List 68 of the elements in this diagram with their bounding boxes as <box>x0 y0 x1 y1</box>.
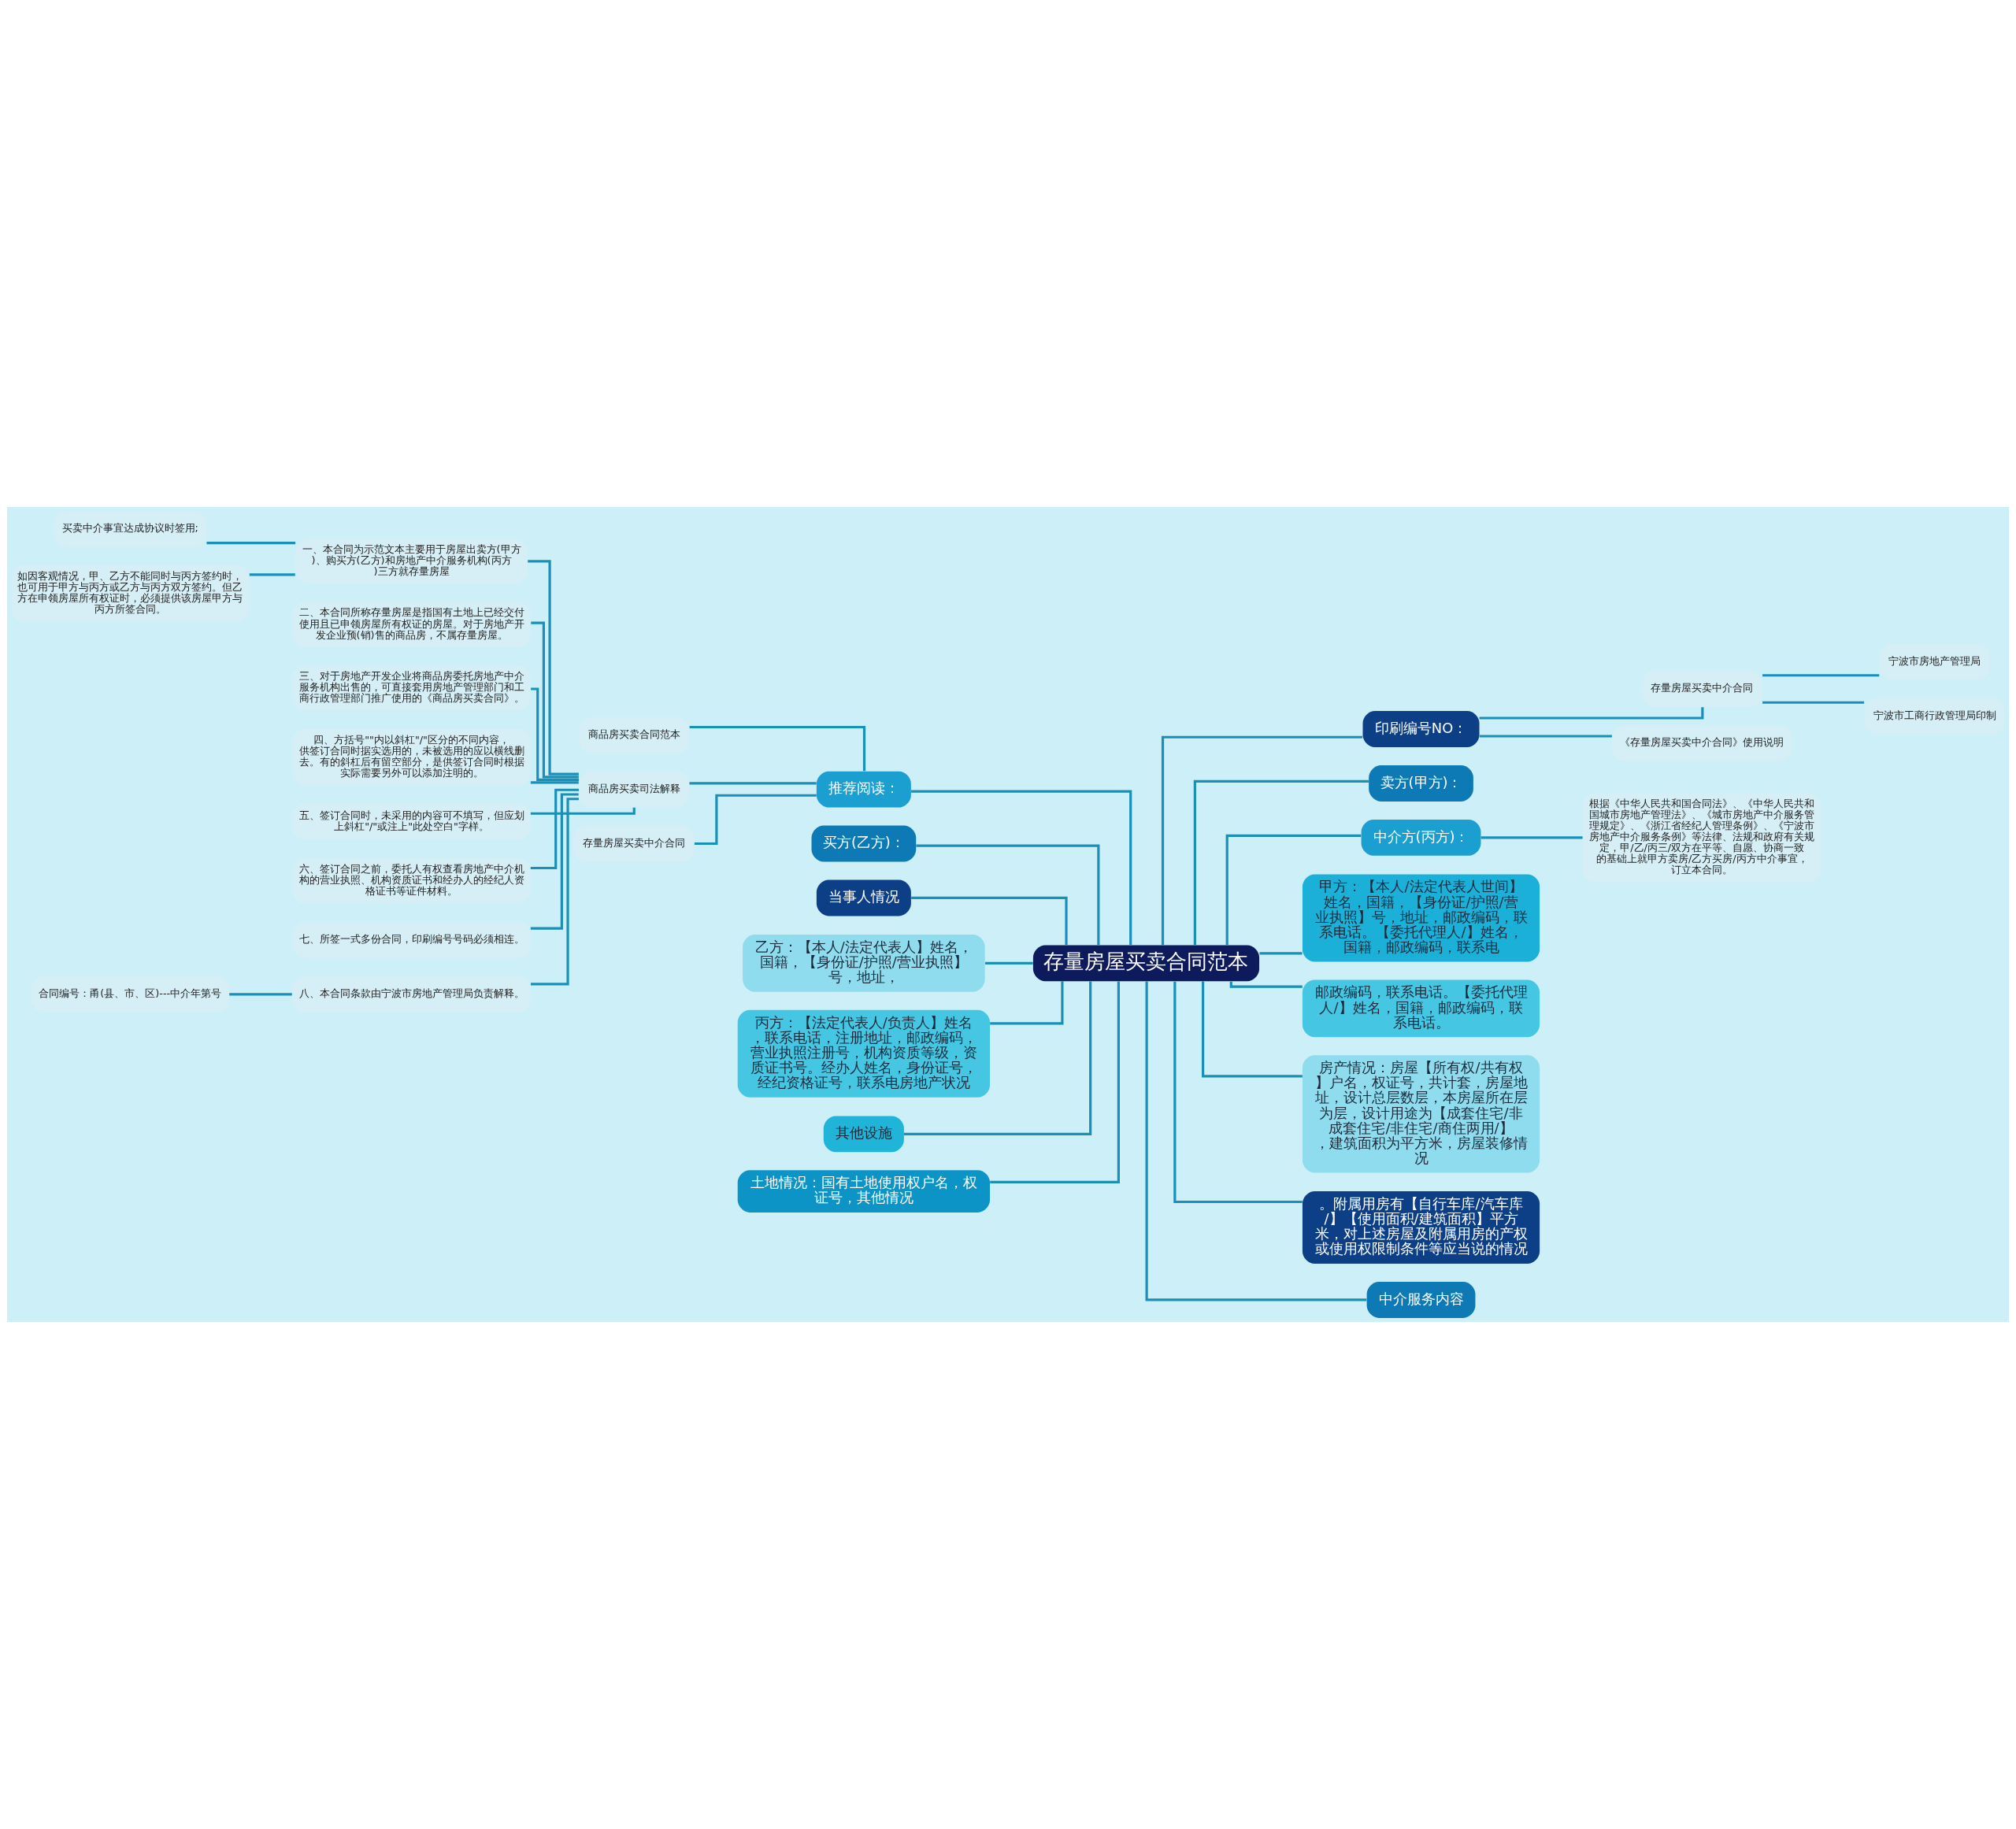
node-box: 六、签订合同之前，委托人有权查看房地产中介机构的营业执照、机构资质证书和经办人的经纪人资格证书等证件材料。 <box>292 858 531 904</box>
connector <box>1762 701 1865 704</box>
node-box: 三、对于房地产开发企业将商品房委托房地产中介服务机构出售的，可直接套用房地产管理部门和工商行政管理部门推广使用的《商品房买卖合同》。 <box>292 665 531 711</box>
connector <box>531 798 579 986</box>
connector <box>911 790 1132 946</box>
node-box: 中介服务内容 <box>1366 1281 1476 1318</box>
connector <box>1762 674 1880 677</box>
connector <box>1479 707 1704 720</box>
node-box: 七、所签一式多份合同，印刷编号号码必须相连。 <box>292 922 531 958</box>
connector <box>1225 834 1362 946</box>
node-box: 房产情况：房屋【所有权/共有权】户名，权证号，共计套，房屋地址，设计总层数层，本房屋所在层为层，设计用途为【成套住宅/非成套住宅/非住宅/商住两用/】，建筑面积为平方米，房屋装修情况 <box>1302 1055 1540 1173</box>
node-box: 乙方：【本人/法定代表人】姓名，国籍，【身份证/护照/营业执照】号，地址， <box>743 935 985 992</box>
connector <box>1173 981 1303 1204</box>
node-box: 商品房买卖合同范本 <box>579 716 690 753</box>
node-box: 《存量房屋买卖中介合同》使用说明 <box>1612 724 1792 761</box>
node-box: 甲方：【本人/法定代表人世间】姓名，国籍，【身份证/护照/营业执照】号，地址，邮政编码，联系电话。【委托代理人/】姓名，国籍，邮政编码，联系电 <box>1302 874 1540 962</box>
connector <box>531 621 579 779</box>
node-box: 卖方(甲方)： <box>1369 765 1473 802</box>
connector <box>1202 981 1303 1078</box>
connector <box>1193 779 1369 946</box>
connector <box>528 560 579 776</box>
node-box: 推荐阅读： <box>816 771 911 808</box>
node-box: 八、本合同条款由宁波市房地产管理局负责解释。 <box>292 976 531 1013</box>
connector <box>985 961 1033 964</box>
node-box: 商品房买卖司法解释 <box>579 771 690 808</box>
node-box: 存量房屋买卖中介合同 <box>573 825 695 862</box>
connector <box>229 993 292 996</box>
node-box: 存量房屋买卖合同范本 <box>1032 945 1260 982</box>
node-box: 存量房屋买卖中介合同 <box>1641 671 1762 707</box>
node-box: 宁波市工商行政管理局印制 <box>1864 698 2005 735</box>
node-box: 一、本合同为示范文本主要用于房屋出卖方(甲方)、购买方(乙方)和房地产中介服务机构(丙方)三方就存量房屋 <box>295 539 528 584</box>
connector <box>1259 952 1303 955</box>
node-box: 买方(乙方)： <box>811 825 917 862</box>
connector <box>530 781 579 784</box>
node-box: 四、方括号""内以斜杠"/"区分的不同内容，供签订合同时据实选用的，未被选用的应以横线删去。有的斜杠后有留空部分，是供签订合同时根据实际需要另外可以添加注明的。 <box>292 729 531 786</box>
connector <box>249 573 295 576</box>
node-box: 。附属用房有【自行车库/汽车库/】【使用面积/建筑面积】平方米，对上述房屋及附属用房的产权或使用权限制条件等应当说的情况 <box>1302 1191 1540 1264</box>
connector <box>530 788 580 870</box>
connector <box>916 844 1100 946</box>
connector <box>990 981 1064 1025</box>
node-box: 根据《中华人民共和国合同法》、《中华人民共和国城市房地产管理法》、《城市房地产中介服务管理规定》、《浙江省经纪人管理条例》、《宁波市房地产中介服务条例》等法律、法规和政府有关规定，甲/乙/丙三/双方在平等、自愿、协商一致的基础上就甲方卖房/乙方买房/丙方中介事宜，订立本合同。 <box>1583 793 1821 883</box>
connector <box>531 687 580 781</box>
node-box: 印刷编号NO： <box>1362 711 1480 747</box>
connector <box>530 793 579 930</box>
connector <box>1480 836 1583 839</box>
node-box: 宁波市房地产管理局 <box>1879 643 1990 680</box>
connector <box>530 807 636 815</box>
node-box: 买卖中介事宜达成协议时签用; <box>54 511 207 548</box>
connector <box>990 981 1120 1183</box>
connector <box>904 981 1092 1135</box>
connector <box>1229 981 1303 988</box>
node-box: 五、签订合同时，未采用的内容可不填写，但应划上斜杠"/"或注上"此处空白"字样。 <box>292 803 531 840</box>
node-box: 其他设施 <box>823 1116 904 1153</box>
connector <box>1161 735 1363 946</box>
node-box: 土地情况：国有土地使用权户名，权证号，其他情况 <box>737 1170 991 1213</box>
connector <box>689 725 866 772</box>
connector <box>689 782 817 785</box>
node-box: 二、本合同所称存量房屋是指国有土地上已经交付使用且已申领房屋所有权证的房屋。对于房地产开发企业预(销)售的商品房，不属存量房屋。 <box>292 602 531 648</box>
node-box: 合同编号：甬(县、市、区)---中介年第号 <box>31 976 229 1013</box>
node-box: 邮政编码，联系电话。【委托代理人/】姓名，国籍，邮政编码，联系电话。 <box>1302 979 1540 1038</box>
connector <box>1479 735 1612 738</box>
node-box: 丙方：【法定代表人/负责人】姓名，联系电话，注册地址，邮政编码，营业执照注册号，机构资质等级，资质证书号。经办人姓名，身份证号，经纪资格证号，联系电房地产状况 <box>737 1009 991 1098</box>
node-box: 如因客观情况，甲、乙方不能同时与丙方签约时，也可用于甲方与丙方或乙方与丙方双方签约。但乙方在申领房屋所有权证时，必须提供该房屋甲方与丙方所签合同。 <box>11 565 250 622</box>
connector <box>911 896 1068 946</box>
connector <box>1145 981 1367 1301</box>
node-box: 中介方(丙方)： <box>1361 819 1481 856</box>
connector <box>206 542 296 545</box>
node-box: 当事人情况 <box>816 879 911 916</box>
